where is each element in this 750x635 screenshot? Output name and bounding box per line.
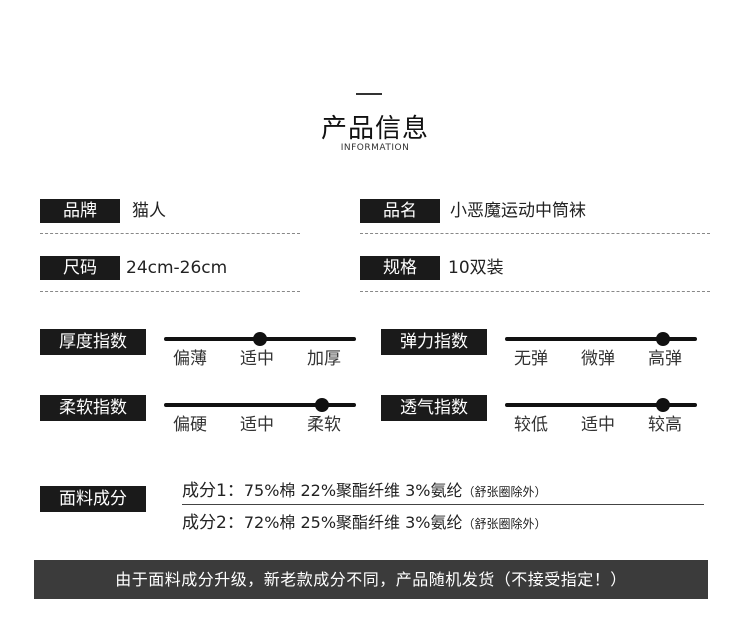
scale-tick: 偏薄 — [173, 349, 207, 369]
page-title: 产品信息 — [320, 114, 429, 144]
size-label: 尺码 — [40, 256, 120, 280]
fabric-line-1-text: 75%棉 22%聚酯纤维 3%氨纶 — [243, 481, 463, 500]
brand-value: 猫人 — [132, 201, 166, 221]
scale-tick: 较低 — [514, 415, 548, 435]
scale-track — [505, 337, 697, 341]
divider — [360, 291, 710, 292]
brand-label: 品牌 — [40, 199, 120, 223]
scale-label: 厚度指数 — [40, 329, 146, 355]
scale-label: 弹力指数 — [381, 329, 487, 355]
product-name-label: 品名 — [360, 199, 440, 223]
scale-tick: 柔软 — [307, 415, 341, 435]
scale-label: 柔软指数 — [40, 395, 146, 421]
divider — [40, 233, 300, 234]
fabric-line-1-label: 成分1： — [182, 481, 244, 501]
scale-tick: 适中 — [581, 415, 615, 435]
divider — [360, 233, 710, 234]
notice-banner: 由于面料成分升级，新老款成分不同，产品随机发货（不接受指定！） — [34, 560, 708, 599]
scale-knob — [655, 398, 670, 412]
fabric-line-2: 成分2：72%棉 25%聚酯纤维 3%氨纶（舒张圈除外） — [182, 512, 547, 535]
scale-tick: 微弹 — [581, 349, 615, 369]
scale-tick: 偏硬 — [173, 415, 207, 435]
scale-tick: 较高 — [648, 415, 682, 435]
fabric-line-2-label: 成分2： — [182, 513, 244, 533]
page-subtitle: INFORMATION — [340, 143, 410, 153]
pack-value: 10双装 — [448, 258, 504, 278]
scale-track — [164, 403, 356, 407]
scale-tick: 加厚 — [307, 349, 341, 369]
divider — [40, 291, 300, 292]
scale-knob — [253, 332, 267, 346]
scale-knob — [655, 332, 670, 346]
fabric-divider — [182, 504, 704, 505]
fabric-line-1: 成分1：75%棉 22%聚酯纤维 3%氨纶（舒张圈除外） — [182, 480, 547, 503]
fabric-line-2-note: （舒张圈除外） — [462, 517, 547, 531]
fabric-label: 面料成分 — [40, 486, 146, 512]
scale-knob — [314, 398, 329, 412]
scale-label: 透气指数 — [381, 395, 487, 421]
scale-tick: 适中 — [240, 415, 274, 435]
scale-track — [505, 403, 697, 407]
fabric-line-2-text: 72%棉 25%聚酯纤维 3%氨纶 — [243, 513, 463, 532]
size-value: 24cm-26cm — [126, 258, 228, 278]
title-accent-line — [356, 93, 382, 95]
scale-tick: 适中 — [240, 349, 274, 369]
pack-label: 规格 — [360, 256, 440, 280]
product-name-value: 小恶魔运动中筒袜 — [450, 201, 586, 221]
scale-tick: 无弹 — [514, 349, 548, 369]
scale-tick: 高弹 — [648, 349, 682, 369]
fabric-line-1-note: （舒张圈除外） — [462, 485, 547, 499]
